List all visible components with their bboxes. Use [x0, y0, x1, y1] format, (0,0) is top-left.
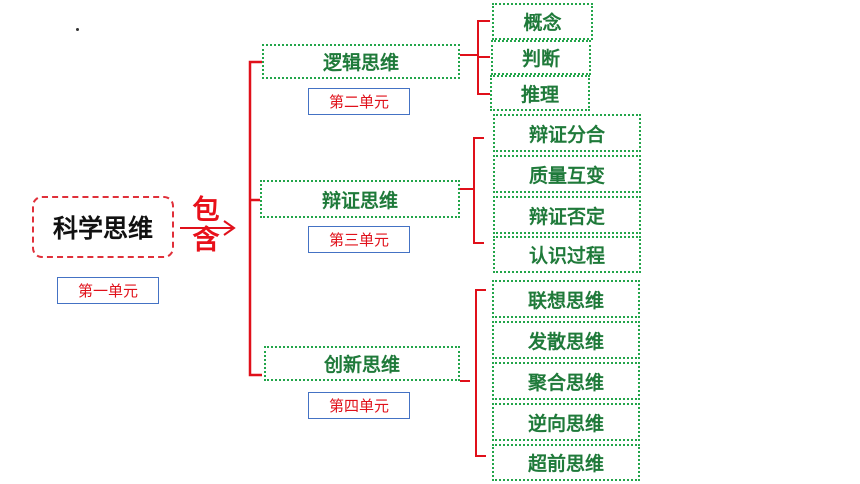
category-innovative-thinking: 创新思维 — [264, 346, 460, 381]
leaf-node: 认识过程 — [493, 236, 641, 273]
include-char-2: 含 — [192, 225, 220, 256]
leaf-node: 概念 — [492, 3, 593, 40]
leaf-node: 发散思维 — [492, 321, 640, 359]
root-label: 科学思维 — [52, 214, 153, 243]
leaf-node: 辩证分合 — [493, 114, 641, 152]
leaf-label: 超前思维 — [527, 453, 604, 475]
bracket-3 — [475, 289, 486, 457]
leaf-node: 质量互变 — [493, 155, 641, 193]
leaf-node: 辩证否定 — [493, 196, 641, 234]
leaf-node: 推理 — [490, 75, 590, 111]
category-unit-text: 第三单元 — [328, 231, 389, 249]
category-label: 逻辑思维 — [322, 52, 399, 74]
category-unit-text: 第四单元 — [328, 397, 389, 415]
leaf-label: 判断 — [521, 48, 560, 70]
include-arrow-head — [223, 220, 236, 236]
category-dialectical-thinking: 辩证思维 — [260, 180, 460, 218]
leaf-node: 聚合思维 — [492, 362, 640, 400]
stray-dot — [76, 28, 79, 31]
root-unit-text: 第一单元 — [77, 282, 138, 300]
category-unit-label: 第三单元 — [308, 226, 410, 253]
category-label: 创新思维 — [323, 354, 400, 376]
leaf-label: 发散思维 — [527, 330, 604, 353]
include-label: 包 含 — [186, 196, 226, 256]
category-unit-text: 第二单元 — [328, 93, 389, 111]
leaf-label: 辩证否定 — [528, 205, 605, 228]
leaf-label: 逆向思维 — [527, 412, 604, 435]
leaf-label: 推理 — [520, 83, 559, 106]
leaf-node: 超前思维 — [492, 444, 640, 481]
category-unit-label: 第四单元 — [308, 392, 410, 419]
leaf-node: 联想思维 — [492, 280, 640, 318]
category-logic-thinking: 逻辑思维 — [262, 44, 460, 79]
include-char-1: 包 — [192, 195, 220, 226]
leaf-node: 判断 — [491, 40, 591, 75]
leaf-label: 辩证分合 — [528, 123, 605, 146]
leaf-label: 质量互变 — [528, 164, 605, 187]
leaf-label: 聚合思维 — [527, 371, 604, 394]
root-node: 科学思维 — [32, 196, 174, 258]
leaf-node: 逆向思维 — [492, 403, 640, 441]
category-unit-label: 第二单元 — [308, 88, 410, 115]
bracket-2 — [473, 137, 484, 244]
main-bracket — [248, 60, 262, 377]
leaf-label: 联想思维 — [527, 289, 604, 312]
root-unit-label: 第一单元 — [57, 277, 159, 304]
leaf-label: 认识过程 — [528, 245, 605, 267]
leaf-label: 概念 — [523, 12, 562, 34]
category-label: 辩证思维 — [321, 189, 398, 212]
